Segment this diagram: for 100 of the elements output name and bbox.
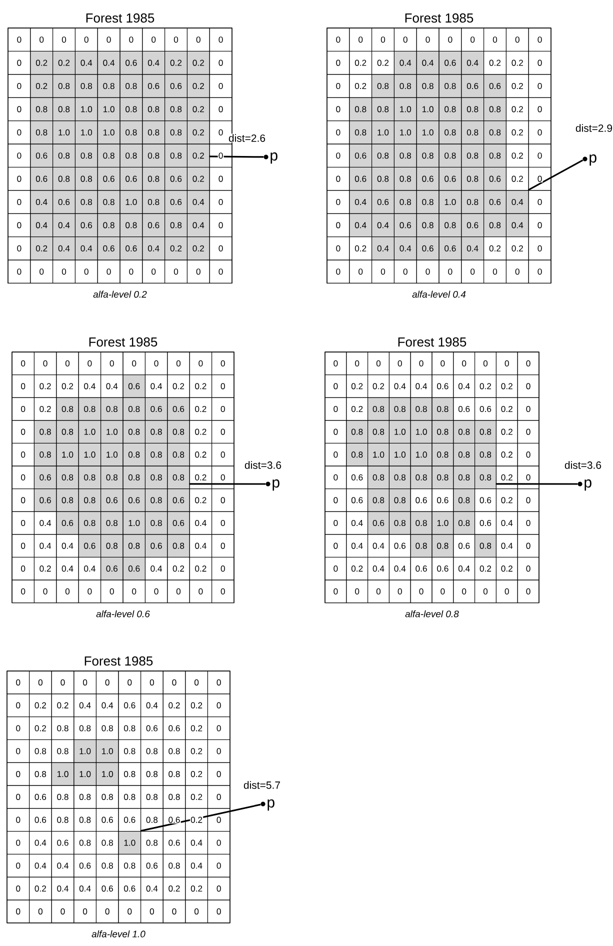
- table-cell: 0.8: [96, 854, 119, 878]
- table-cell: 0.8: [453, 442, 476, 466]
- table-cell: 0: [324, 534, 347, 558]
- table-cell: 0.6: [438, 50, 462, 75]
- table-cell: 0: [326, 236, 350, 260]
- table-cell: 0: [517, 352, 540, 376]
- table-cell: 0.8: [96, 785, 119, 809]
- table-cell: 0.4: [30, 190, 54, 214]
- table-cell: 0: [212, 511, 234, 535]
- table-cell: 0: [528, 28, 552, 52]
- table-cell: 0.4: [506, 190, 529, 214]
- table-cell: 1.0: [388, 442, 411, 466]
- table-cell: 0: [506, 28, 529, 52]
- table-cell: 0: [207, 694, 230, 718]
- table-cell: 0.8: [346, 420, 368, 444]
- table-cell: 0: [140, 670, 164, 694]
- table-cell: 0.2: [474, 556, 496, 580]
- table-cell: 0.6: [34, 466, 57, 490]
- table-cell: 0.8: [410, 511, 432, 535]
- table-cell: 0: [326, 213, 350, 238]
- table-cell: 0: [324, 442, 347, 466]
- table-cell: 0.8: [368, 397, 390, 421]
- table-cell: 0.6: [140, 716, 164, 740]
- table-cell: 0: [34, 580, 57, 604]
- table-cell: 1.0: [100, 442, 124, 466]
- table-cell: 0.8: [100, 466, 124, 490]
- table-cell: 0.6: [416, 166, 440, 191]
- table-cell: 0: [186, 28, 210, 52]
- distance-line: [140, 804, 261, 832]
- table-cell: 0: [6, 876, 30, 900]
- table-cell: 0: [209, 144, 232, 168]
- table-cell: 0: [368, 580, 390, 604]
- table-cell: 1.0: [96, 739, 119, 763]
- table-cell: 0.4: [461, 50, 484, 75]
- table-cell: 0: [185, 670, 208, 694]
- table-cell: 0: [12, 580, 34, 604]
- point-label: p: [268, 799, 274, 811]
- table-cell: 1.0: [97, 120, 120, 144]
- table-cell: 0.2: [496, 420, 518, 444]
- distance-line: [189, 483, 266, 485]
- table-cell: 0.6: [349, 166, 372, 191]
- table-cell: 0: [326, 144, 350, 168]
- table-cell: 0: [96, 900, 119, 924]
- table-cell: 0: [528, 120, 552, 144]
- point-label: p: [272, 479, 280, 491]
- table-cell: 0: [167, 580, 190, 604]
- table-cell: 0.8: [368, 466, 390, 490]
- table-cell: 0.4: [29, 831, 52, 854]
- table-cell: 0: [6, 785, 30, 809]
- table-cell: 0.4: [186, 190, 210, 214]
- table-cell: 0.4: [144, 556, 168, 580]
- table-cell: 1.0: [78, 420, 102, 444]
- table-cell: 0.6: [438, 236, 462, 260]
- table-cell: 1.0: [74, 97, 98, 122]
- table-cell: 0.8: [96, 831, 119, 854]
- table-cell: 0: [496, 352, 518, 376]
- table-cell: 0.8: [52, 97, 76, 122]
- table-cell: 0.4: [96, 694, 119, 718]
- table-cell: 0.6: [432, 556, 454, 580]
- table-cell: 1.0: [438, 190, 462, 214]
- table-cell: 0: [6, 694, 30, 718]
- table-cell: 0.8: [349, 120, 372, 144]
- table-cell: 0.8: [122, 420, 146, 444]
- table-cell: 0.8: [438, 74, 462, 98]
- table-cell: 0.8: [120, 120, 143, 144]
- table-cell: 0: [162, 670, 186, 694]
- table-cell: 0.8: [432, 466, 454, 490]
- table-cell: 0.2: [186, 236, 210, 260]
- table-cell: 0: [118, 670, 142, 694]
- table-cell: 0.8: [388, 511, 411, 535]
- table-cell: 0.8: [461, 166, 484, 191]
- panel-title: Forest 1985: [405, 13, 474, 23]
- table-cell: 0.8: [74, 190, 98, 214]
- table-cell: 0.2: [52, 50, 76, 75]
- table-cell: 0.4: [100, 374, 124, 398]
- table-cell: 1.0: [120, 190, 143, 214]
- table-cell: 0: [8, 236, 31, 260]
- table-cell: 0.8: [394, 144, 417, 168]
- table-cell: 0.8: [56, 397, 79, 421]
- table-cell: 0.8: [51, 808, 74, 832]
- table-cell: 0: [326, 166, 350, 191]
- table-cell: 0: [6, 670, 30, 694]
- table-cell: 0: [484, 28, 506, 52]
- table-cell: 0: [52, 260, 76, 284]
- table-cell: 0.8: [410, 397, 432, 421]
- table-cell: 0.8: [140, 739, 164, 763]
- table-cell: 0.8: [167, 442, 190, 466]
- table-cell: 0.2: [189, 556, 212, 580]
- table-cell: 0.4: [97, 50, 120, 75]
- table-cell: 0.8: [388, 466, 411, 490]
- table-cell: 0: [8, 28, 31, 52]
- table-cell: 0.6: [100, 556, 124, 580]
- table-cell: 0: [144, 580, 168, 604]
- table-cell: 0: [6, 831, 30, 854]
- table-cell: 0: [30, 260, 54, 284]
- table-cell: 0.2: [506, 97, 529, 122]
- table-cell: 0.4: [453, 556, 476, 580]
- table-cell: 0.2: [506, 50, 529, 75]
- table-cell: 0: [209, 213, 232, 238]
- table-cell: 0: [167, 352, 190, 376]
